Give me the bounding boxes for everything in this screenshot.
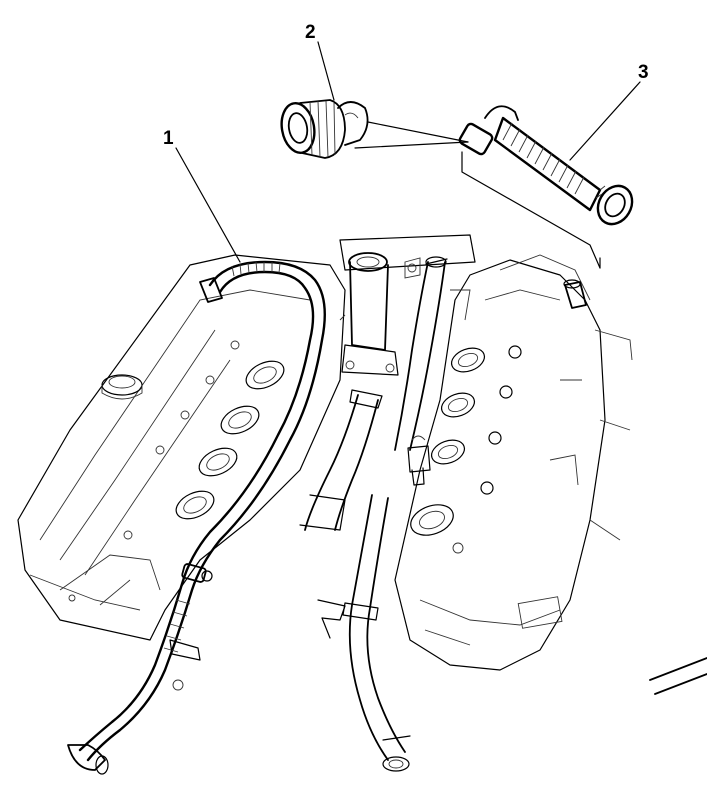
leader-lines [175, 41, 641, 269]
engine-right-cylinder-head [394, 254, 633, 671]
coolant-hose-lower [317, 494, 411, 772]
callout-2: 2 [305, 22, 316, 43]
elbow-connector-part-2 [280, 99, 369, 159]
engine-right-exhaust-ports [410, 347, 486, 536]
temperature-sensor [407, 435, 431, 486]
thermostat-housing [339, 234, 476, 376]
breather-stub-right [563, 279, 587, 309]
callout-3: 3 [638, 62, 649, 83]
engine-left-cylinder-head [17, 254, 346, 641]
ribbed-hose-part-3 [458, 105, 634, 226]
engine-left-exhaust-ports [175, 360, 285, 520]
callout-1: 1 [163, 128, 174, 149]
coolant-pipe-center [299, 389, 383, 531]
coolant-outlet-hose-upper [394, 256, 448, 451]
edge-marks [649, 657, 707, 695]
breather-hose-part-1 [67, 260, 326, 775]
